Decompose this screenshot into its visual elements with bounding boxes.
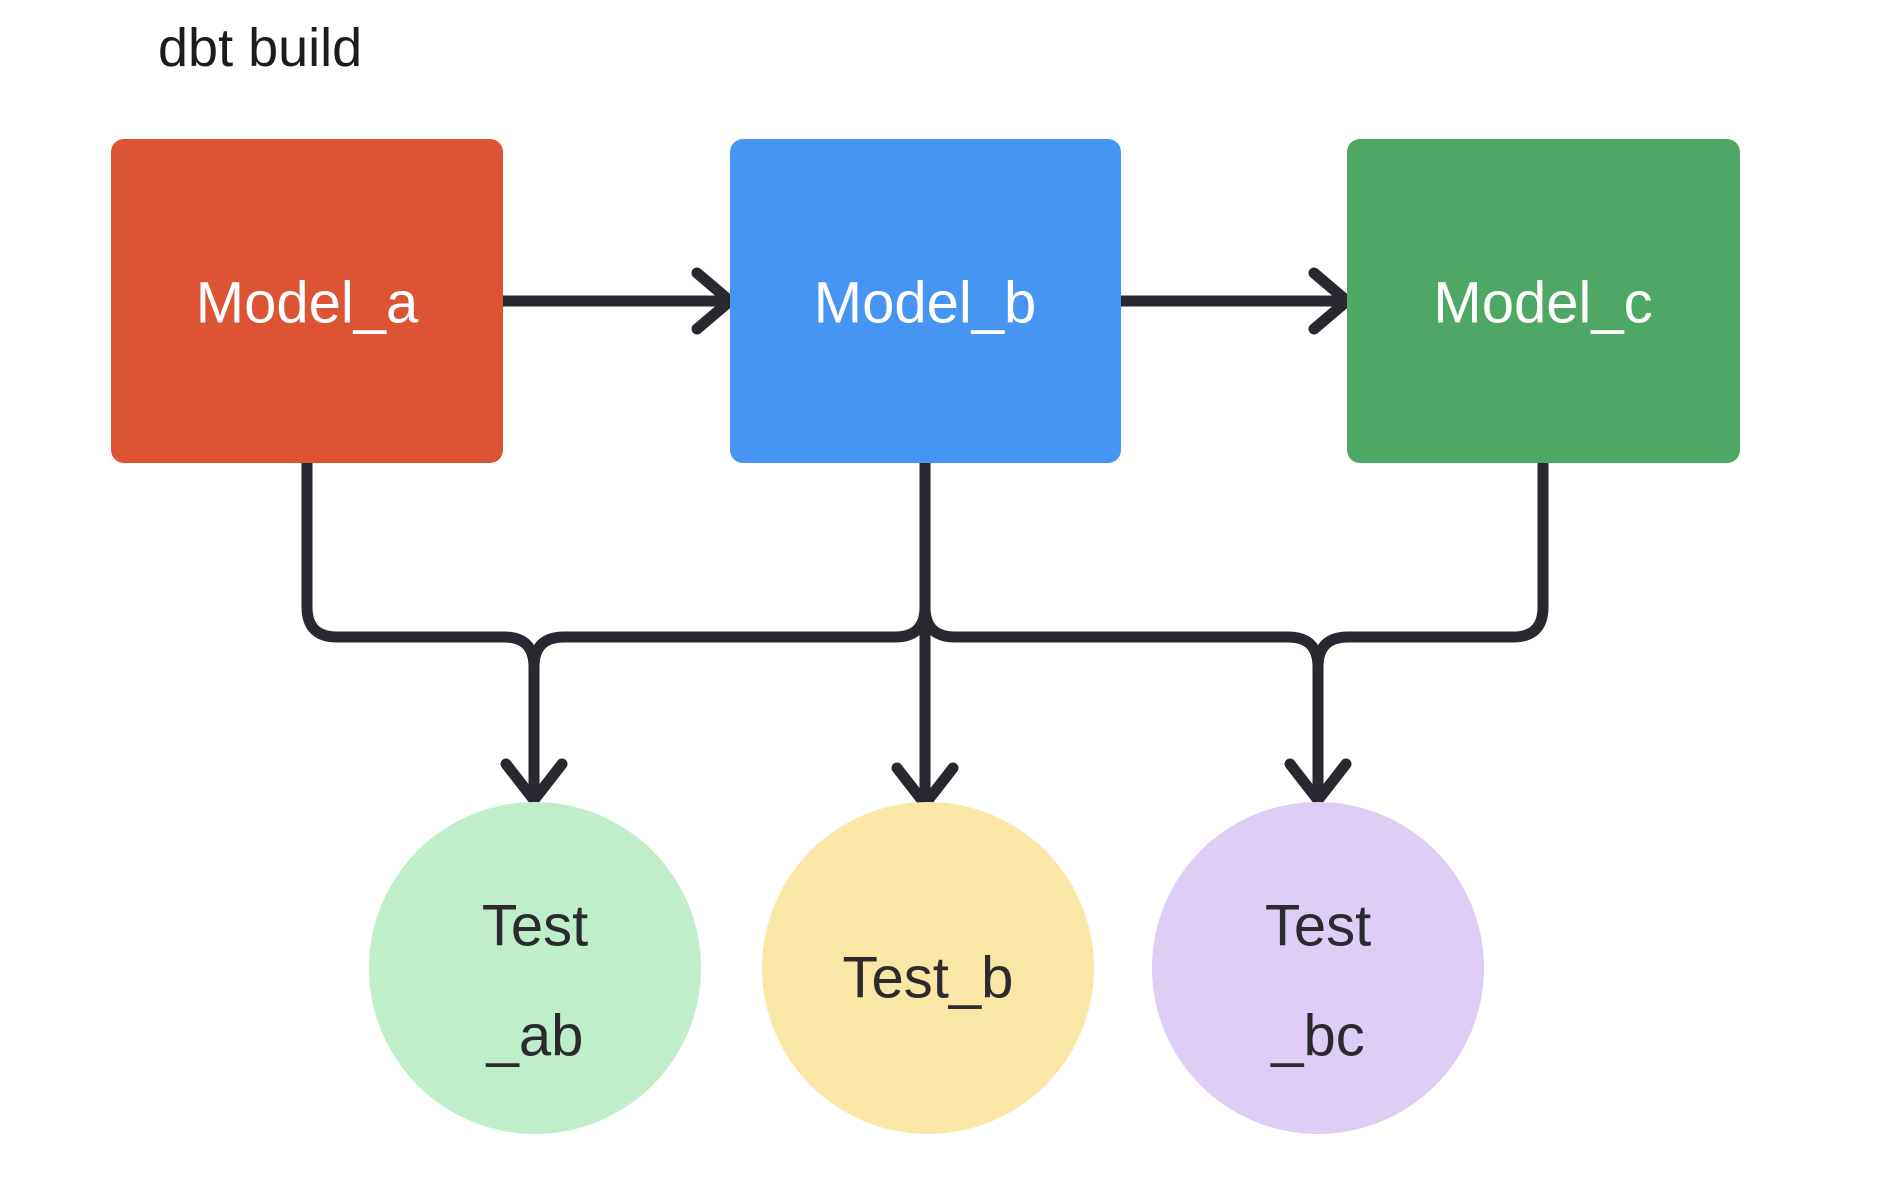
- edge-model-a-to-test-ab: [301, 457, 540, 799]
- edge-model-b-to-test-bc: [919, 601, 1324, 673]
- edge-model-c-to-test-bc: [1312, 457, 1549, 799]
- test-b-label: Test_b: [843, 946, 1014, 1011]
- test-b-node: Test_b: [762, 802, 1094, 1134]
- test-ab-label-line1: Test: [482, 894, 588, 959]
- test-b-circle: [762, 802, 1094, 1134]
- arrowhead-test-ab: [500, 758, 568, 806]
- arrowhead-test-bc: [1284, 758, 1352, 806]
- model-a-label: Model_a: [196, 271, 419, 336]
- diagram-title: dbt build: [158, 18, 362, 78]
- edge-model-b-to-test-ab: [528, 601, 931, 673]
- test-bc-circle: [1152, 802, 1484, 1134]
- model-b-box: [730, 139, 1121, 463]
- test-ab-label-line2: _ab: [486, 1004, 584, 1069]
- model-c-node: Model_c: [1347, 139, 1740, 463]
- model-a-box: [111, 139, 503, 463]
- edge-group: [301, 267, 1549, 810]
- test-bc-label-line1: Test: [1265, 894, 1371, 959]
- test-ab-circle: [369, 802, 701, 1134]
- model-c-box: [1347, 139, 1740, 463]
- test-bc-label-line2: _bc: [1270, 1004, 1365, 1069]
- test-bc-node: Test _bc: [1152, 802, 1484, 1134]
- model-b-node: Model_b: [730, 139, 1121, 463]
- model-c-label: Model_c: [1433, 271, 1652, 336]
- model-b-label: Model_b: [814, 271, 1036, 336]
- test-ab-node: Test _ab: [369, 802, 701, 1134]
- model-a-node: Model_a: [111, 139, 503, 463]
